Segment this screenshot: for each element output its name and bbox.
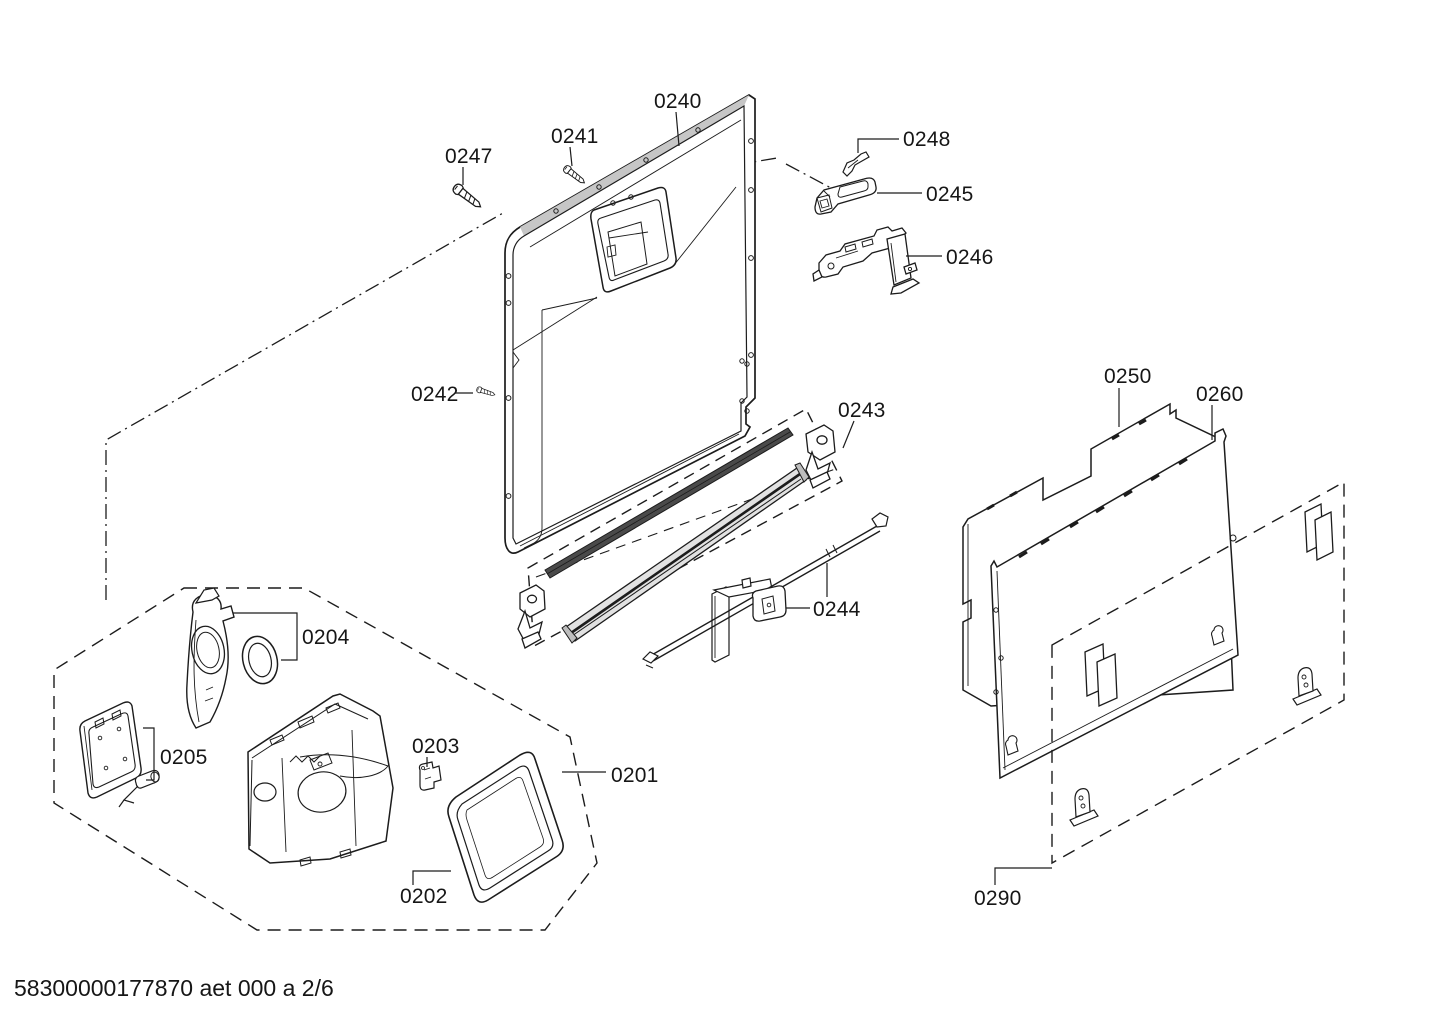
screw-0242[interactable]: [475, 385, 497, 399]
outer-door-panel-0260[interactable]: [990, 427, 1239, 780]
part-label-0247[interactable]: 0247: [445, 145, 493, 168]
part-label-0204[interactable]: 0204: [302, 626, 350, 649]
hinge-bracket-right[interactable]: [805, 424, 836, 489]
screw-0241[interactable]: [561, 163, 588, 187]
part-label-0290[interactable]: 0290: [974, 887, 1022, 910]
screw-0247[interactable]: [450, 181, 485, 212]
mounting-kit-region-0290[interactable]: [1051, 480, 1345, 865]
outer-panel-outline[interactable]: [990, 427, 1239, 780]
part-label-0245[interactable]: 0245: [926, 183, 974, 206]
group-box-0290: [1051, 480, 1345, 865]
door-latch-0245[interactable]: [814, 177, 877, 215]
part-label-0202[interactable]: 0202: [400, 885, 448, 908]
part-label-0244[interactable]: 0244: [813, 598, 861, 621]
leader-0204: [233, 612, 298, 661]
part-label-0248[interactable]: 0248: [903, 128, 951, 151]
outer-panel-holes: [993, 534, 1237, 695]
part-label-0241[interactable]: 0241: [551, 125, 599, 148]
dispenser-gasket-0202[interactable]: [447, 751, 564, 903]
adhesive-pads-front: [1084, 643, 1118, 707]
cover-pin-spring[interactable]: [118, 769, 160, 808]
retainer-clip-0248[interactable]: [842, 151, 870, 177]
part-label-0250[interactable]: 0250: [1104, 365, 1152, 388]
door-top-band: [520, 95, 749, 236]
outer-panel-slots: [1018, 457, 1188, 559]
fill-funnel-0204[interactable]: [186, 587, 235, 729]
dispenser-group-0201[interactable]: [53, 587, 598, 931]
adhesive-pads-kit: [1304, 502, 1334, 562]
part-label-0246[interactable]: 0246: [946, 246, 994, 269]
leader-0248: [857, 138, 899, 153]
dispenser-cover-0205[interactable]: [79, 701, 142, 799]
hinge-mount-bracket-a: [1069, 788, 1099, 827]
leader-0205: [143, 727, 155, 781]
callout-labels: 0240 0241 0247 0248 0245 0246 0242 0243 …: [160, 90, 1244, 910]
lock-assembly-0246[interactable]: [812, 226, 921, 295]
funnel-seal-ring[interactable]: [238, 633, 283, 688]
rear-panel-slots: [986, 418, 1147, 511]
rod-clamp: [751, 585, 787, 622]
group-box-0243: [527, 408, 843, 648]
document-reference: 58300000177870 aet 000 a 2/6: [14, 975, 334, 1001]
door-handle-recess: [590, 186, 677, 293]
leader-0244: [786, 563, 828, 609]
rod-bracket-post: [711, 577, 773, 663]
detergent-dispenser-body[interactable]: [247, 693, 394, 867]
leader-0240: [675, 111, 680, 147]
leader-0290: [994, 867, 1052, 885]
part-label-0205[interactable]: 0205: [160, 746, 208, 769]
callout-leaders: [143, 111, 1213, 885]
seal-end-cap-left: [561, 624, 578, 644]
dispenser-clip-0203[interactable]: [418, 761, 442, 791]
part-label-0201[interactable]: 0201: [611, 764, 659, 787]
panel-keyhole-mounts: [1005, 625, 1225, 756]
door-spring-rod-0244[interactable]: [641, 512, 889, 669]
door-rivet-holes: [505, 127, 754, 499]
seal-kit-group-0243[interactable]: [517, 408, 843, 649]
part-label-0242[interactable]: 0242: [411, 383, 459, 406]
part-label-0203[interactable]: 0203: [412, 735, 460, 758]
inner-door-panel-0240[interactable]: [504, 94, 756, 554]
leader-0243: [842, 420, 855, 449]
group-box-0201: [53, 587, 598, 931]
hinge-bracket-left[interactable]: [517, 584, 546, 649]
hinge-mount-bracket-b: [1292, 667, 1322, 706]
part-label-0243[interactable]: 0243: [838, 399, 886, 422]
leader-0241: [569, 146, 573, 167]
part-label-0260[interactable]: 0260: [1196, 383, 1244, 406]
group-box-0243-fold: [535, 467, 839, 578]
part-label-0240[interactable]: 0240: [654, 90, 702, 113]
leader-0202: [412, 870, 451, 885]
